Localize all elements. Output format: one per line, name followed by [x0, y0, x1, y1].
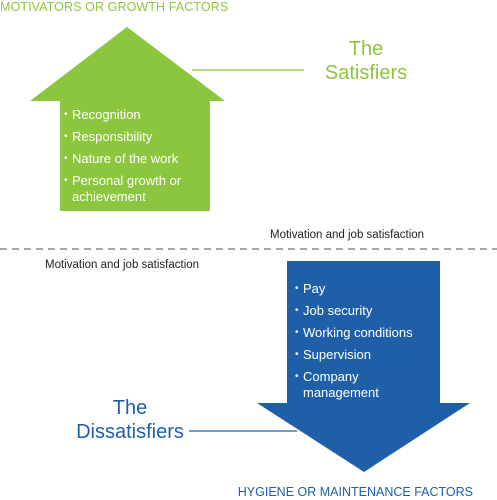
hygiene-item: Working conditions [295, 325, 435, 341]
satisfiers-line2: Satisfiers [324, 62, 408, 84]
hygiene-list: Pay Job security Working conditions Supe… [295, 281, 435, 407]
hygiene-item: Job security [295, 303, 435, 319]
hygiene-caption: HYGIENE OR MAINTENANCE FACTORS [237, 485, 473, 499]
dissatisfiers-line2: Dissatisfiers [76, 421, 184, 443]
motivation-label-right: Motivation and job satisfaction [270, 229, 425, 241]
dissatisfiers-line1: The [112, 397, 148, 419]
motivator-item: Nature of the work [64, 151, 204, 167]
dissatisfiers-title: The Dissatisfiers [67, 396, 193, 444]
satisfiers-line1: The [348, 38, 384, 60]
motivator-item: Recognition [64, 107, 204, 123]
motivator-item: Responsibility [64, 129, 204, 145]
motivation-label-left: Motivation and job satisfaction [45, 259, 200, 271]
motivators-caption: MOTIVATORS OR GROWTH FACTORS [0, 0, 229, 14]
satisfiers-title: The Satisfiers [306, 37, 426, 85]
hygiene-item: Company management [295, 369, 435, 401]
motivators-list: Recognition Responsibility Nature of the… [64, 107, 204, 211]
motivator-item: Personal growth or achievement [64, 173, 204, 205]
hygiene-item: Pay [295, 281, 435, 297]
hygiene-item: Supervision [295, 347, 435, 363]
